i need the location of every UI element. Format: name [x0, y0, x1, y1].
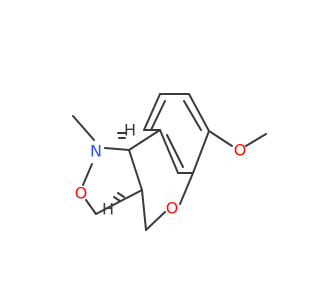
bond-o5-c5a	[179, 172, 194, 205]
bond-c9b-c3a	[128, 149, 143, 191]
bond-c8-c9-double	[150, 100, 166, 131]
bond-c8-c9	[143, 93, 161, 131]
bond-c5a-c6	[192, 130, 210, 174]
chemical-structure-diagram: N O O O H H	[72, 93, 267, 231]
pyran-oxygen-label: O	[166, 199, 179, 218]
nitrogen-label: N	[90, 142, 102, 161]
bond-c7-c7-double	[183, 100, 202, 131]
bond-c9a-c9b	[128, 129, 161, 151]
bond-n-c9b	[104, 147, 130, 151]
bond-o-ch2	[85, 199, 97, 215]
stereo-h-bottom-label: H	[102, 200, 114, 219]
bond-n-methyl	[72, 115, 95, 141]
bond-ch2-c3a	[95, 189, 143, 215]
ring-oxygen-label: O	[75, 184, 88, 203]
bond-c6-omethoxy	[208, 130, 233, 147]
bonds	[72, 93, 267, 231]
bond-c3a-c4	[141, 189, 147, 231]
atom-labels: N O O O H H	[75, 121, 247, 219]
bond-c9a-c5a-double	[166, 134, 184, 168]
stereo-h-top-label: H	[124, 121, 136, 140]
stereo-hash-bottom	[113, 192, 125, 202]
bond-n-o	[82, 163, 93, 186]
stereo-hash-top	[117, 132, 127, 139]
bond-c4-o5	[145, 211, 166, 231]
bond-omethoxy-ch3	[245, 133, 267, 147]
bond-c6-c7	[188, 93, 210, 132]
methoxy-oxygen-label: O	[234, 141, 247, 160]
bond-c9a-c5a	[159, 129, 179, 174]
